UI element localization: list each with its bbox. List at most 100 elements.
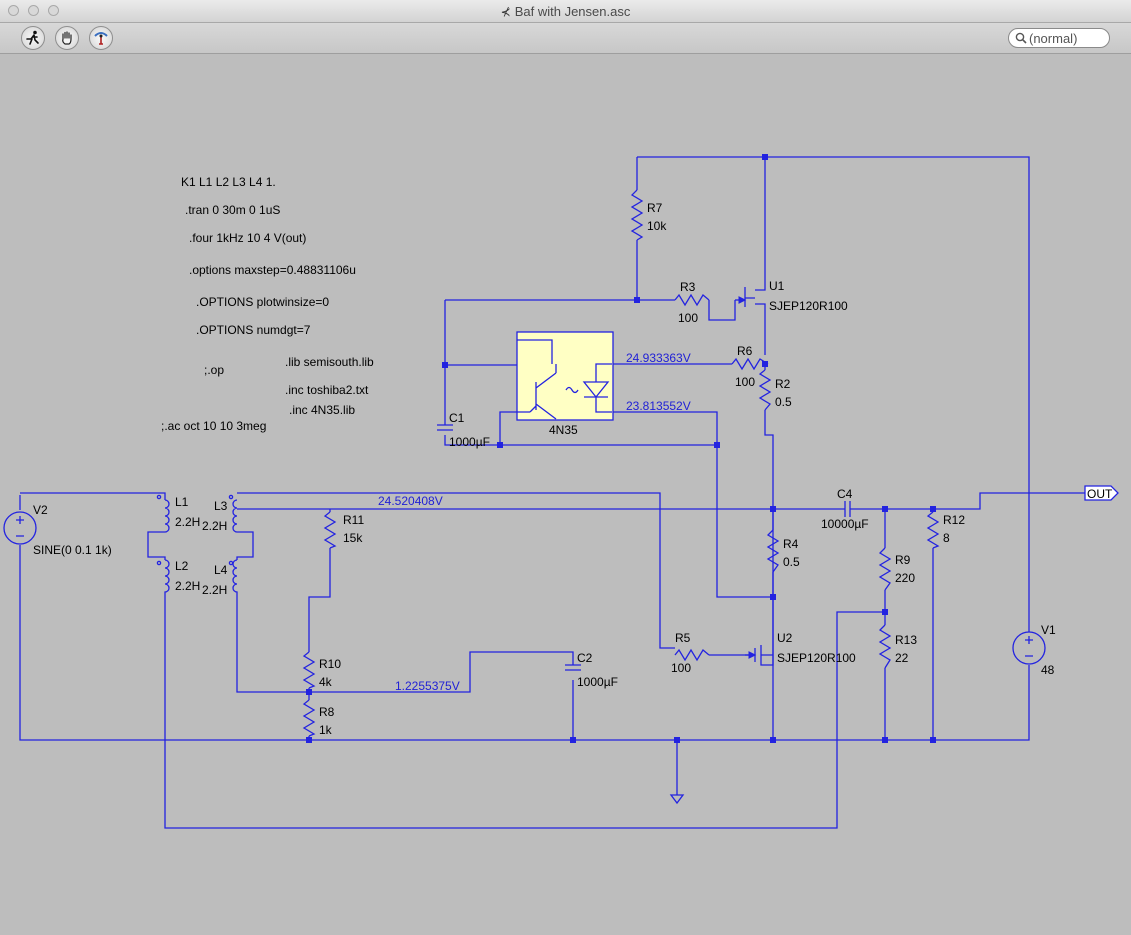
schematic-canvas[interactable]: K1 L1 L2 L3 L4 1. .tran 0 30m 0 1uS .fou… bbox=[0, 54, 1131, 935]
l3-name: L3 bbox=[214, 499, 228, 513]
r8-symbol bbox=[302, 699, 316, 737]
directive-inc-4n35[interactable]: .inc 4N35.lib bbox=[289, 403, 355, 417]
r13-symbol bbox=[878, 624, 892, 669]
r3-name: R3 bbox=[680, 280, 696, 294]
r12-value: 8 bbox=[943, 531, 950, 545]
r9-symbol bbox=[878, 547, 892, 591]
resistor-symbols[interactable] bbox=[302, 189, 940, 737]
l1-value: 2.2H bbox=[175, 515, 200, 529]
minimize-window-button[interactable] bbox=[28, 5, 39, 16]
r11-symbol bbox=[323, 511, 337, 549]
directive-plotwinsize[interactable]: .OPTIONS plotwinsize=0 bbox=[196, 295, 329, 309]
l4-symbol bbox=[232, 559, 238, 595]
c1-name: C1 bbox=[449, 411, 465, 425]
directive-inc-toshiba[interactable]: .inc toshiba2.txt bbox=[285, 383, 369, 397]
r6-name: R6 bbox=[737, 344, 753, 358]
directive-numdgt[interactable]: .OPTIONS numdgt=7 bbox=[196, 323, 311, 337]
c1-symbol bbox=[437, 424, 453, 431]
r6-value: 100 bbox=[735, 375, 755, 389]
title-bar: ⊀Baf with Jensen.asc bbox=[0, 0, 1131, 23]
r2-symbol bbox=[758, 369, 772, 411]
ground-symbol[interactable] bbox=[669, 794, 685, 805]
r4-value: 0.5 bbox=[783, 555, 800, 569]
voltage-sources[interactable] bbox=[3, 511, 1046, 665]
u2-name: U2 bbox=[777, 631, 793, 645]
pan-button[interactable] bbox=[55, 26, 79, 50]
r8-value: 1k bbox=[319, 723, 333, 737]
opto-name: 4N35 bbox=[549, 423, 578, 437]
c4-value: 10000µF bbox=[821, 517, 869, 531]
inductor-symbols[interactable] bbox=[156, 494, 238, 595]
v1-symbol bbox=[1012, 631, 1046, 665]
r10-value: 4k bbox=[319, 675, 333, 689]
zoom-window-button[interactable] bbox=[48, 5, 59, 16]
r10-symbol bbox=[302, 651, 316, 689]
hand-icon bbox=[62, 31, 72, 45]
r11-value: 15k bbox=[343, 531, 363, 545]
node-voltage-1: 24.933363V bbox=[626, 351, 691, 365]
run-simulation-button[interactable] bbox=[21, 26, 45, 50]
r4-symbol bbox=[766, 529, 780, 573]
u1-value: SJEP120R100 bbox=[769, 299, 848, 313]
node-voltage-3: 24.520408V bbox=[378, 494, 443, 508]
l1-name: L1 bbox=[175, 495, 189, 509]
r10-name: R10 bbox=[319, 657, 341, 671]
r13-value: 22 bbox=[895, 651, 909, 665]
out-port[interactable] bbox=[1084, 485, 1119, 501]
c4-symbol bbox=[844, 501, 851, 517]
directive-op[interactable]: ;.op bbox=[204, 363, 224, 377]
junction-dots bbox=[306, 154, 936, 743]
directive-maxstep[interactable]: .options maxstep=0.48831106u bbox=[189, 263, 356, 277]
node-voltage-4: 1.2255375V bbox=[395, 679, 460, 693]
r8-name: R8 bbox=[319, 705, 335, 719]
r7-name: R7 bbox=[647, 201, 663, 215]
r11-name: R11 bbox=[343, 513, 364, 527]
toolbar bbox=[0, 23, 1131, 54]
directive-four[interactable]: .four 1kHz 10 4 V(out) bbox=[189, 231, 306, 245]
r9-value: 220 bbox=[895, 571, 915, 585]
r5-value: 100 bbox=[671, 661, 691, 675]
directive-tran[interactable]: .tran 0 30m 0 1uS bbox=[185, 203, 280, 217]
r5-symbol bbox=[674, 648, 710, 662]
search-icon bbox=[1015, 32, 1027, 44]
probe-icon bbox=[94, 32, 108, 45]
c1-value: 1000µF bbox=[449, 435, 490, 449]
wires bbox=[19, 156, 1085, 829]
r3-symbol bbox=[674, 293, 710, 307]
l2-name: L2 bbox=[175, 559, 189, 573]
r7-value: 10k bbox=[647, 219, 667, 233]
v2-symbol bbox=[3, 511, 37, 545]
close-window-button[interactable] bbox=[8, 5, 19, 16]
probe-button[interactable] bbox=[89, 26, 113, 50]
node-voltage-2: 23.813552V bbox=[626, 399, 691, 413]
v2-name: V2 bbox=[33, 503, 48, 517]
u2-value: SJEP120R100 bbox=[777, 651, 856, 665]
c4-name: C4 bbox=[837, 487, 853, 501]
capacitor-symbols[interactable] bbox=[437, 424, 851, 671]
r6-symbol bbox=[731, 357, 769, 371]
r5-name: R5 bbox=[675, 631, 691, 645]
component-labels: R7 10k R3 100 U1 SJEP120R100 R6 100 R2 0… bbox=[33, 201, 1113, 737]
v2-value: SINE(0 0.1 1k) bbox=[33, 543, 112, 557]
directive-ac[interactable]: ;.ac oct 10 10 3meg bbox=[161, 419, 266, 433]
v1-name: V1 bbox=[1041, 623, 1056, 637]
running-man-icon bbox=[26, 30, 39, 45]
window-title-text: Baf with Jensen.asc bbox=[514, 4, 631, 19]
r13-name: R13 bbox=[895, 633, 917, 647]
l2-symbol bbox=[164, 559, 170, 595]
c2-value: 1000µF bbox=[577, 675, 618, 689]
directive-k[interactable]: K1 L1 L2 L3 L4 1. bbox=[181, 175, 276, 189]
optocoupler-4n35[interactable] bbox=[516, 331, 614, 421]
u1-name: U1 bbox=[769, 279, 785, 293]
out-label: OUT bbox=[1087, 487, 1113, 501]
search-box[interactable] bbox=[1008, 28, 1110, 48]
r9-name: R9 bbox=[895, 553, 911, 567]
directive-lib[interactable]: .lib semisouth.lib bbox=[285, 355, 374, 369]
c2-symbol bbox=[565, 664, 581, 671]
r3-value: 100 bbox=[678, 311, 698, 325]
search-input[interactable] bbox=[1029, 30, 1107, 46]
schematic-svg[interactable]: K1 L1 L2 L3 L4 1. .tran 0 30m 0 1uS .fou… bbox=[0, 54, 1131, 935]
spice-directives[interactable]: K1 L1 L2 L3 L4 1. .tran 0 30m 0 1uS .fou… bbox=[161, 175, 374, 433]
l3-value: 2.2H bbox=[202, 519, 227, 533]
c2-name: C2 bbox=[577, 651, 593, 665]
